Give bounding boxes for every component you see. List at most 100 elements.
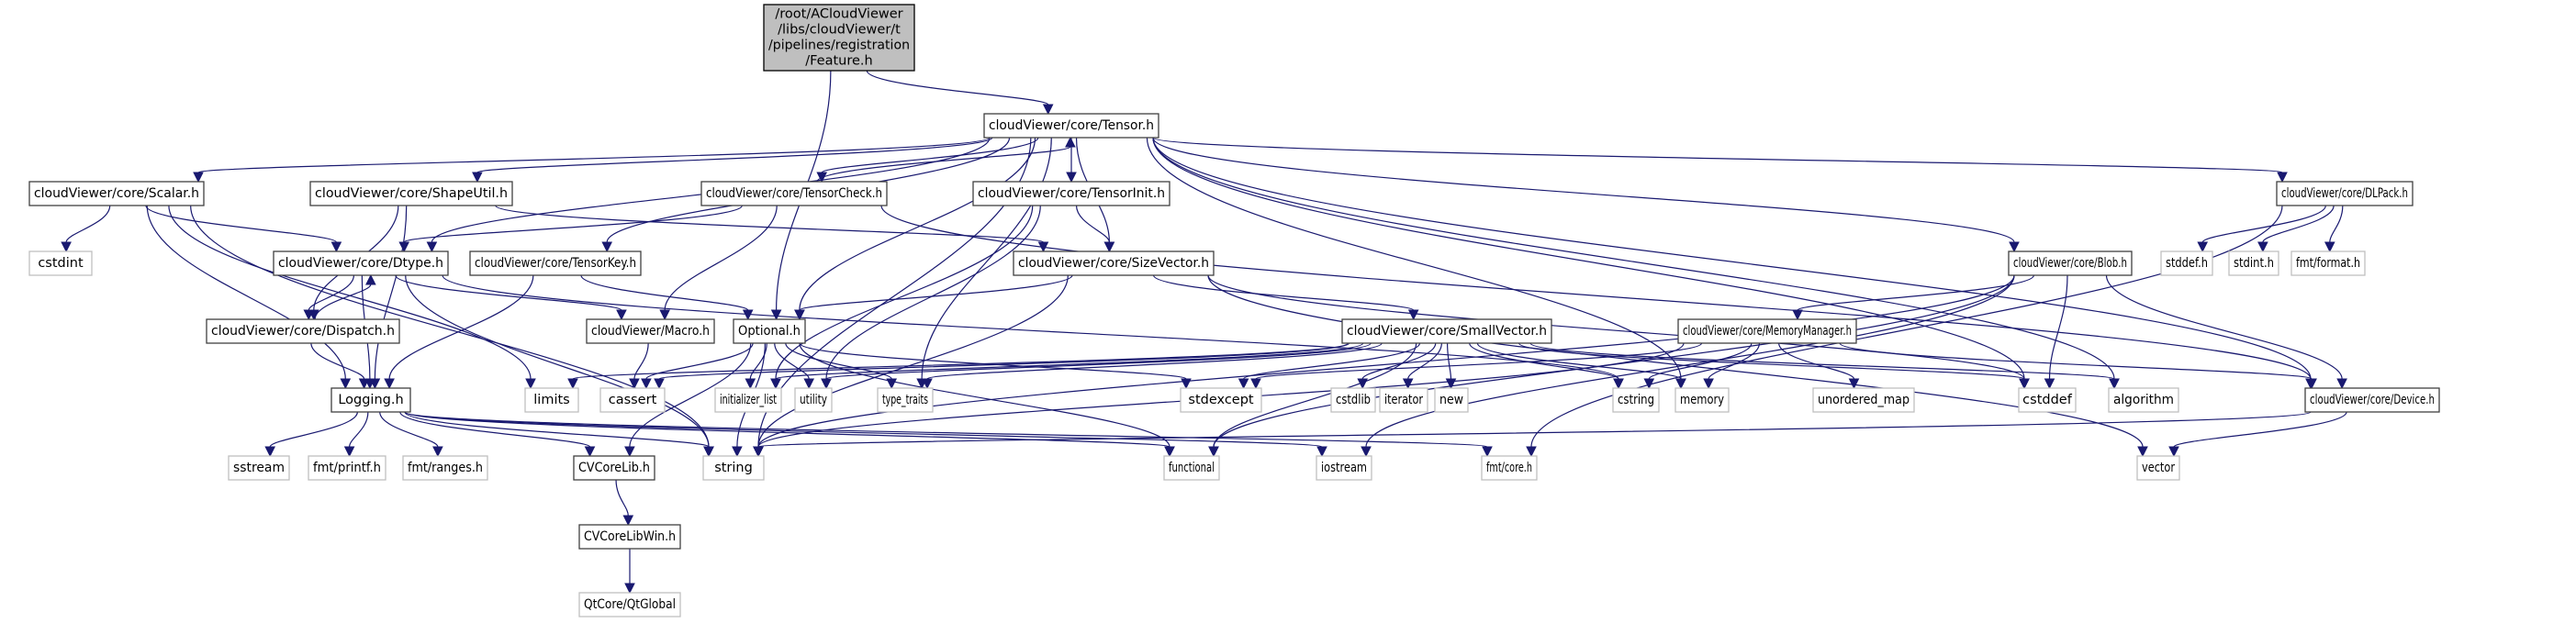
node-fmtprintf: fmt/printf.h xyxy=(308,455,386,481)
node-label-functional: functional xyxy=(1169,461,1215,475)
arrowhead-memorymanager-to-unordered_map xyxy=(1848,378,1860,390)
edge-dtype-to-dispatch xyxy=(308,274,355,311)
node-label-fmtcore: fmt/core.h xyxy=(1486,461,1532,475)
node-label-smallvector: cloudViewer/core/SmallVector.h xyxy=(1347,324,1547,339)
node-tensorinit[interactable]: cloudViewer/core/TensorInit.h xyxy=(972,181,1170,206)
node-box-dlpack xyxy=(2276,181,2414,206)
edge-optional-to-initializer_list xyxy=(749,342,767,380)
edge-scalar-to-logging xyxy=(146,205,346,380)
arrowhead-tensor-to-tensorkey xyxy=(601,241,613,253)
node-fmtformat: fmt/format.h xyxy=(2290,250,2366,276)
node-box-sstream xyxy=(228,455,290,481)
node-macro[interactable]: cloudViewer/Macro.h xyxy=(586,318,715,344)
node-blob[interactable]: cloudViewer/core/Blob.h xyxy=(2008,250,2133,276)
node-label-utility: utility xyxy=(800,393,827,407)
arrowhead-dtype-to-macro xyxy=(616,309,627,321)
node-scalar[interactable]: cloudViewer/core/Scalar.h xyxy=(28,181,205,206)
edge-device-to-vector xyxy=(2173,411,2347,448)
node-box-vector xyxy=(2136,455,2180,481)
node-root[interactable]: /root/ACloudViewer/libs/cloudViewer/t/pi… xyxy=(763,4,915,72)
node-label-root: /root/ACloudViewer xyxy=(775,7,902,22)
node-label-iostream: iostream xyxy=(1321,461,1367,475)
arrowhead-tensorcheck-to-tensor xyxy=(1065,136,1076,148)
edge-scalar-to-limits xyxy=(168,205,532,380)
node-box-qtglobal xyxy=(578,592,681,617)
node-cvcorelib[interactable]: CVCoreLib.h xyxy=(573,455,655,481)
node-label-device: cloudViewer/core/Device.h xyxy=(2310,393,2435,407)
edge-scalar-to-dtype xyxy=(145,205,337,243)
node-dispatch[interactable]: cloudViewer/core/Dispatch.h xyxy=(206,318,400,344)
node-box-tensorcheck xyxy=(700,181,888,206)
node-smallvector[interactable]: cloudViewer/core/SmallVector.h xyxy=(1341,318,1552,344)
edge-dtype-to-cstring xyxy=(442,274,1619,380)
node-box-string xyxy=(702,455,765,481)
node-label-dispatch: cloudViewer/core/Dispatch.h xyxy=(211,324,395,339)
node-dlpack[interactable]: cloudViewer/core/DLPack.h xyxy=(2276,181,2414,206)
edge-tensorcheck-to-macro xyxy=(664,205,778,311)
edge-tensorinit-to-initializer_list xyxy=(775,205,1034,380)
arrowhead-tensorcheck-to-macro xyxy=(659,309,670,321)
node-box-new xyxy=(1434,387,1469,413)
arrowhead-dlpack-to-stdint xyxy=(2257,241,2268,253)
node-box-limits xyxy=(524,387,579,413)
node-string: string xyxy=(702,455,765,481)
edge-dlpack-to-stdint xyxy=(2262,205,2335,243)
node-tensor[interactable]: cloudViewer/core/Tensor.h xyxy=(983,113,1159,139)
edge-sizevector-to-cstddef xyxy=(1207,274,2025,380)
arrowhead-dtype-to-dispatch xyxy=(303,309,315,321)
node-tensorcheck[interactable]: cloudViewer/core/TensorCheck.h xyxy=(700,181,888,206)
edge-tensor-to-optional xyxy=(799,137,1036,311)
edge-device-to-string xyxy=(757,411,2312,448)
arrowhead-optional-to-initializer_list xyxy=(745,378,756,390)
edge-tensor-to-blob xyxy=(1152,137,2015,243)
node-label-optional: Optional.h xyxy=(738,324,801,339)
node-optional[interactable]: Optional.h xyxy=(733,318,806,344)
arrowhead-smallvector-to-limits xyxy=(567,378,578,390)
node-memorymanager[interactable]: cloudViewer/core/MemoryManager.h xyxy=(1677,318,1857,344)
edge-smallvector-to-type_traits xyxy=(926,342,1383,380)
node-device[interactable]: cloudViewer/core/Device.h xyxy=(2304,387,2440,413)
edge-smallvector-to-functional xyxy=(1213,342,1417,448)
edge-blob-to-device xyxy=(2105,274,2343,380)
edge-logging-to-fmtranges xyxy=(379,411,439,448)
arrowhead-dlpack-to-fmtcore xyxy=(1526,446,1537,458)
edge-root-to-tensor xyxy=(866,70,1049,106)
arrowhead-dlpack-to-fmtformat xyxy=(2324,241,2335,253)
node-qtglobal: QtCore/QtGlobal xyxy=(578,592,681,617)
node-functional: functional xyxy=(1163,455,1220,481)
edge-logging-to-cvcorelib xyxy=(399,411,591,448)
nodes-layer: /root/ACloudViewer/libs/cloudViewer/t/pi… xyxy=(28,4,2440,617)
edge-cvcorelib-to-cvcorelibwin xyxy=(615,479,629,517)
edge-tensorcheck-to-tensor xyxy=(816,146,1071,183)
arrowhead-logging-to-fmtranges xyxy=(432,446,443,458)
edge-blob-to-cstddef xyxy=(2048,274,2068,380)
node-dtype[interactable]: cloudViewer/core/Dtype.h xyxy=(273,250,449,276)
arrowhead-scalar-to-dtype xyxy=(330,241,342,253)
edges-layer xyxy=(61,70,2347,595)
node-label-dtype: cloudViewer/core/Dtype.h xyxy=(278,256,443,271)
node-limits: limits xyxy=(524,387,579,413)
node-fmtranges: fmt/ranges.h xyxy=(402,455,488,481)
node-stdexcept: stdexcept xyxy=(1180,387,1262,413)
node-sizevector[interactable]: cloudViewer/core/SizeVector.h xyxy=(1013,250,1215,276)
edge-smallvector-to-algorithm xyxy=(1529,342,2115,380)
arrowhead-sizevector-to-vector xyxy=(2137,446,2148,458)
node-box-device xyxy=(2304,387,2440,413)
node-box-dispatch xyxy=(206,318,400,344)
edge-macro-to-cassert xyxy=(633,342,649,380)
arrowhead-optional-to-string xyxy=(732,446,743,458)
node-logging[interactable]: Logging.h xyxy=(330,387,411,413)
node-box-type_traits xyxy=(877,387,934,413)
node-box-algorithm xyxy=(2108,387,2179,413)
node-type_traits: type_traits xyxy=(877,387,934,413)
node-tensorkey[interactable]: cloudViewer/core/TensorKey.h xyxy=(469,250,642,276)
node-label-vector: vector xyxy=(2142,461,2175,475)
node-label-tensorcheck: cloudViewer/core/TensorCheck.h xyxy=(706,186,882,201)
node-cvcorelibwin[interactable]: CVCoreLibWin.h xyxy=(578,524,681,550)
node-box-smallvector xyxy=(1341,318,1552,344)
node-box-cstddef xyxy=(2018,387,2077,413)
node-shapeutil[interactable]: cloudViewer/core/ShapeUtil.h xyxy=(309,181,513,206)
node-vector: vector xyxy=(2136,455,2180,481)
node-iterator: iterator xyxy=(1379,387,1428,413)
edge-tensor-to-type_traits xyxy=(921,137,1052,380)
